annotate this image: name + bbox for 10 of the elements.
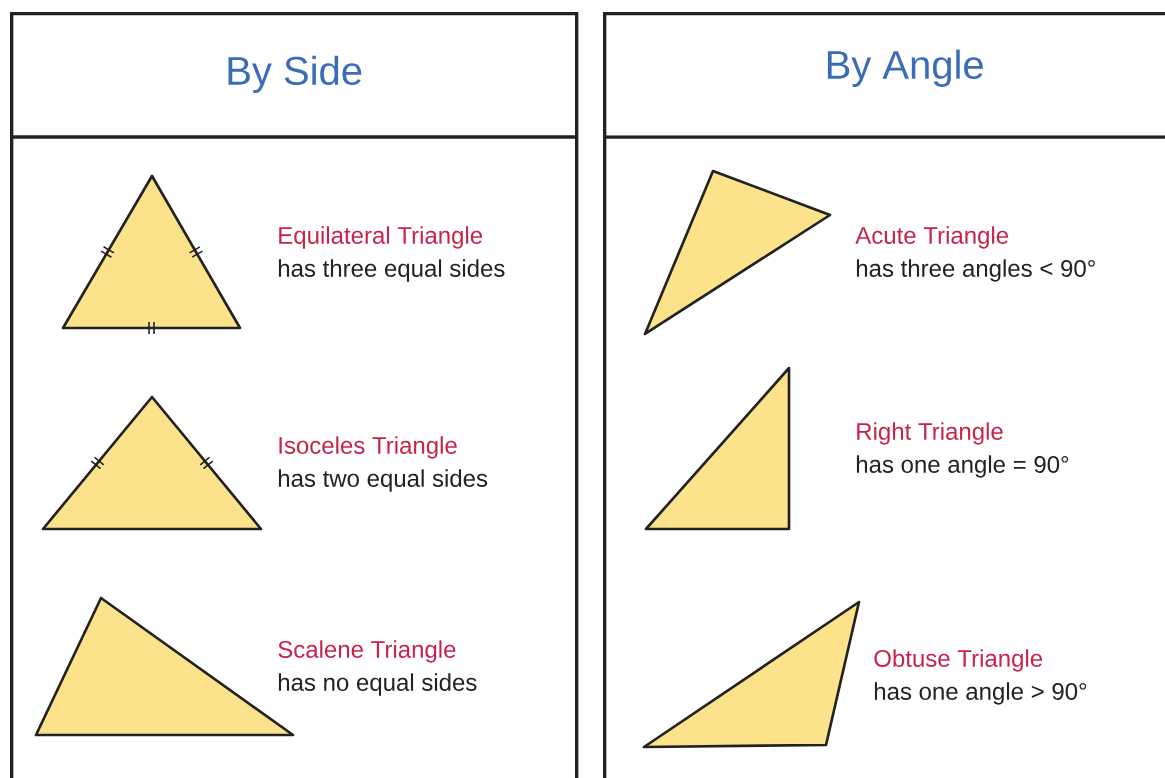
- triangle-description: Obtuse Triangle has one angle > 90°: [874, 649, 1087, 705]
- triangle-description: Scalene Triangle has no equal sides: [278, 640, 477, 696]
- triangle-description: Equilateral Triangle has three equal sides: [278, 226, 505, 282]
- category-panel: [603, 12, 1165, 778]
- triangle-description: Isoceles Triangle has two equal sides: [278, 436, 488, 492]
- triangle-description: Acute Triangle has three angles < 90°: [855, 226, 1095, 282]
- column-heading: By Side: [228, 55, 362, 93]
- column-heading: By Angle: [827, 49, 983, 87]
- category-panel: [10, 12, 579, 778]
- triangle-description: Right Triangle has one angle = 90°: [856, 422, 1069, 478]
